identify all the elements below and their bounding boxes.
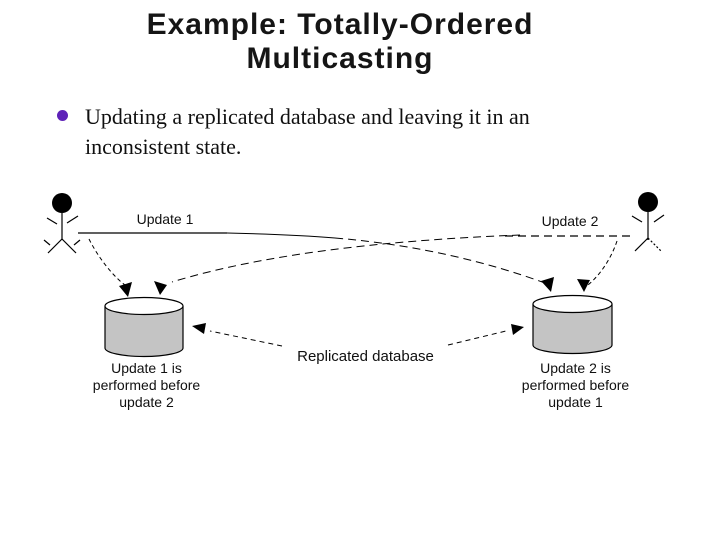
update2-label: Update 2 xyxy=(541,213,599,229)
update1-remote-arrow-curve xyxy=(334,237,546,284)
arrowhead xyxy=(119,282,132,297)
update1-local-arrow xyxy=(88,238,126,286)
replicated-label-arrows xyxy=(192,323,524,347)
update2-remote-arrow xyxy=(171,234,521,283)
arrowhead xyxy=(154,281,167,295)
bullet-text: Updating a replicated database and leavi… xyxy=(85,104,530,159)
bullet-icon xyxy=(57,110,68,121)
update1-label: Update 1 xyxy=(136,211,194,227)
update1-remote-arrow xyxy=(226,232,336,239)
right-db-caption: Update 2 is performed before update 1 xyxy=(521,360,630,410)
arrowhead xyxy=(577,279,590,292)
update2-local-arrow xyxy=(587,240,618,286)
arrowhead xyxy=(541,277,554,292)
multicast-diagram xyxy=(43,192,665,358)
database-cylinder-icon xyxy=(532,294,613,355)
slide-title: Example: Totally-Ordered Multicasting xyxy=(146,8,534,75)
replicated-database-label: Replicated database xyxy=(297,348,434,365)
person-stick-figure-icon xyxy=(43,193,81,254)
person-stick-figure-icon xyxy=(631,192,665,252)
left-db-caption: Update 1 is performed before update 2 xyxy=(92,360,201,410)
database-cylinder-icon xyxy=(104,296,184,358)
